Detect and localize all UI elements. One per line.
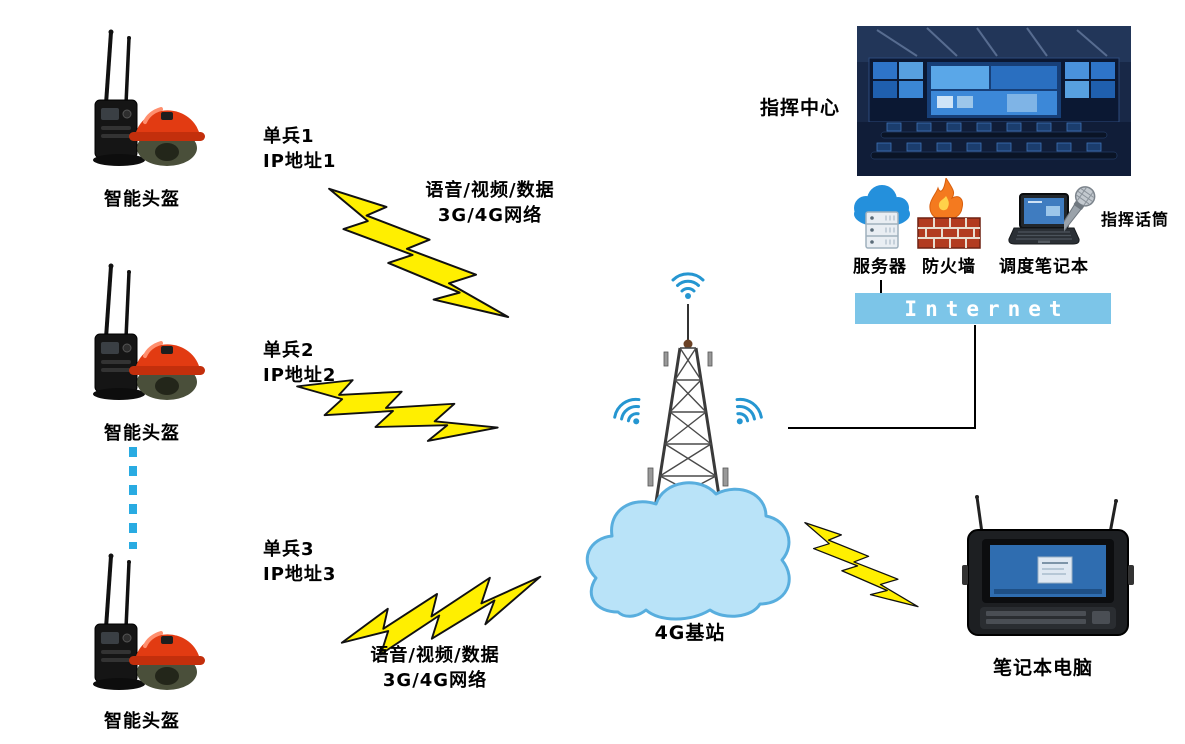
mic-label: 指挥话筒 [1101, 210, 1170, 229]
soldier-1-label: 单兵1 IP地址1 [263, 124, 336, 174]
soldier-1-name: 单兵1 [263, 126, 315, 147]
soldier-3-label: 单兵3 IP地址3 [263, 537, 336, 587]
link-top-line1: 语音/视频/数据 [425, 180, 555, 201]
dispatch-laptop-label: 调度笔记本 [999, 257, 1089, 277]
soldier-1-ip: IP地址1 [263, 151, 337, 172]
microphone-icon [1064, 186, 1096, 234]
command-center-photo [857, 26, 1131, 176]
helmet-unit-3 [91, 552, 207, 692]
link-top-line2: 3G/4G网络 [437, 205, 543, 226]
helmet-unit-2 [91, 262, 207, 402]
link-bottom-line1: 语音/视频/数据 [370, 645, 500, 666]
link-bottom-line2: 3G/4G网络 [382, 670, 488, 691]
helmet-1-label: 智能头盔 [104, 189, 180, 210]
dispatch-laptop-icon [1008, 193, 1080, 245]
soldier-3-ip: IP地址3 [263, 564, 337, 585]
firewall-label: 防火墙 [922, 257, 976, 277]
server-icon [854, 185, 910, 249]
internet-to-tower-line [788, 325, 976, 429]
helmet-2-label: 智能头盔 [104, 423, 180, 444]
firewall-icon [917, 178, 981, 249]
helmet-3-label: 智能头盔 [104, 711, 180, 732]
wifi-icon-top [671, 272, 705, 301]
command-center-label: 指挥中心 [760, 97, 841, 119]
base-station-label: 4G基站 [654, 622, 726, 644]
field-laptop-label: 笔记本电脑 [992, 657, 1093, 679]
soldier-2-name: 单兵2 [263, 340, 315, 361]
link-label-top: 语音/视频/数据 3G/4G网络 [400, 178, 580, 228]
lightning-bolt-4 [791, 513, 928, 622]
internet-bar: Internet [855, 293, 1111, 324]
cloud-icon [585, 481, 791, 621]
link-label-bottom: 语音/视频/数据 3G/4G网络 [345, 643, 525, 693]
soldier-2-label: 单兵2 IP地址2 [263, 338, 336, 388]
internet-label: Internet [904, 296, 1070, 321]
field-laptop-icon [962, 495, 1134, 636]
wifi-icon-right [724, 393, 767, 435]
soldier-2-ip: IP地址2 [263, 365, 337, 386]
helmet-unit-1 [91, 28, 207, 168]
server-label: 服务器 [853, 257, 907, 277]
soldier-3-name: 单兵3 [263, 539, 315, 560]
wifi-icon-left [609, 393, 652, 435]
